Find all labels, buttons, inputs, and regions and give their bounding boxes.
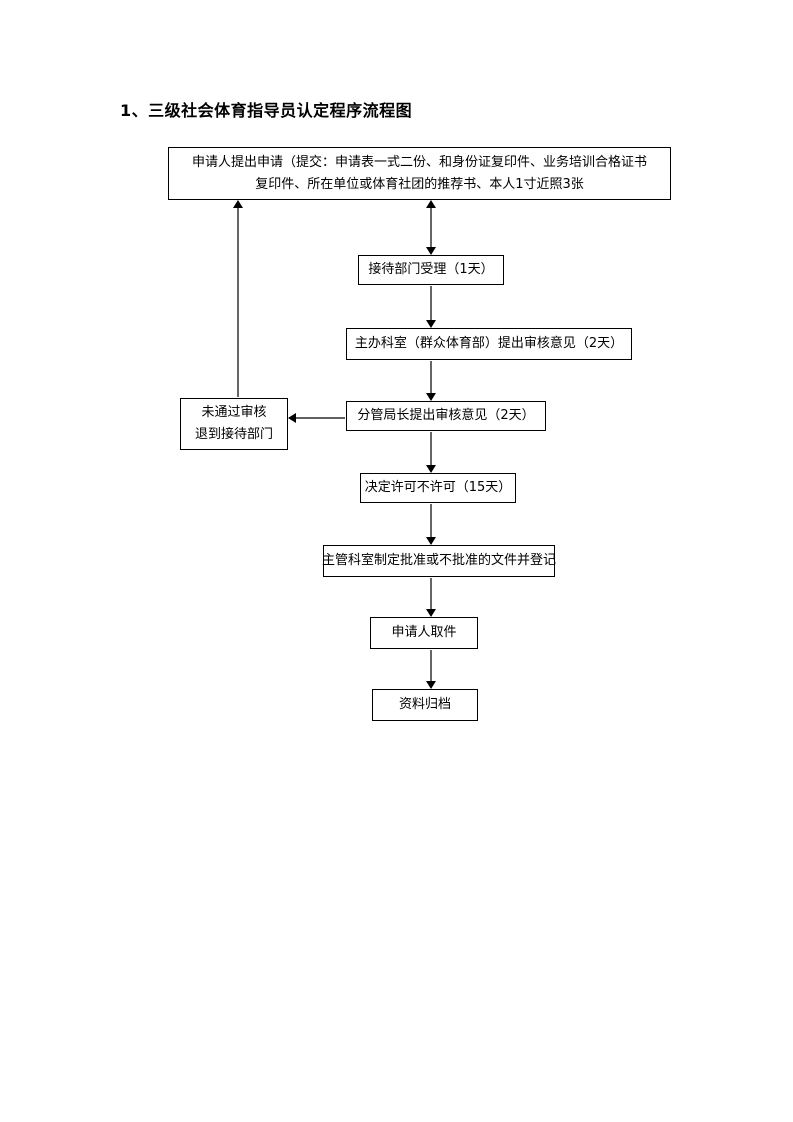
apply-text-line1: 申请人提出申请（提交：申请表一式二份、和身份证复印件、业务培训合格证书 <box>191 154 647 170</box>
archive-box: 资料归档 <box>372 689 478 721</box>
host-office-box: 主办科室（群众体育部）提出审核意见（2天） <box>346 328 632 360</box>
apply-text-line2: 复印件、所在单位或体育社团的推荐书、本人1寸近照3张 <box>255 176 584 192</box>
reject-text-line2: 退到接待部门 <box>194 427 273 442</box>
reject-text-line1: 未通过审核 <box>201 405 267 420</box>
director-box: 分管局长提出审核意见（2天） <box>346 401 546 431</box>
decide-box: 决定许可不许可（15天） <box>360 473 516 503</box>
apply-box: 申请人提出申请（提交：申请表一式二份、和身份证复印件、业务培训合格证书 复印件、… <box>168 147 671 200</box>
reject-box: 未通过审核 退到接待部门 <box>180 398 288 450</box>
pickup-box: 申请人取件 <box>370 617 478 649</box>
page-title: 1、三级社会体育指导员认定程序流程图 <box>120 101 413 120</box>
register-box: 主管科室制定批准或不批准的文件并登记 <box>322 545 556 577</box>
accept-box: 接待部门受理（1天） <box>358 255 504 285</box>
